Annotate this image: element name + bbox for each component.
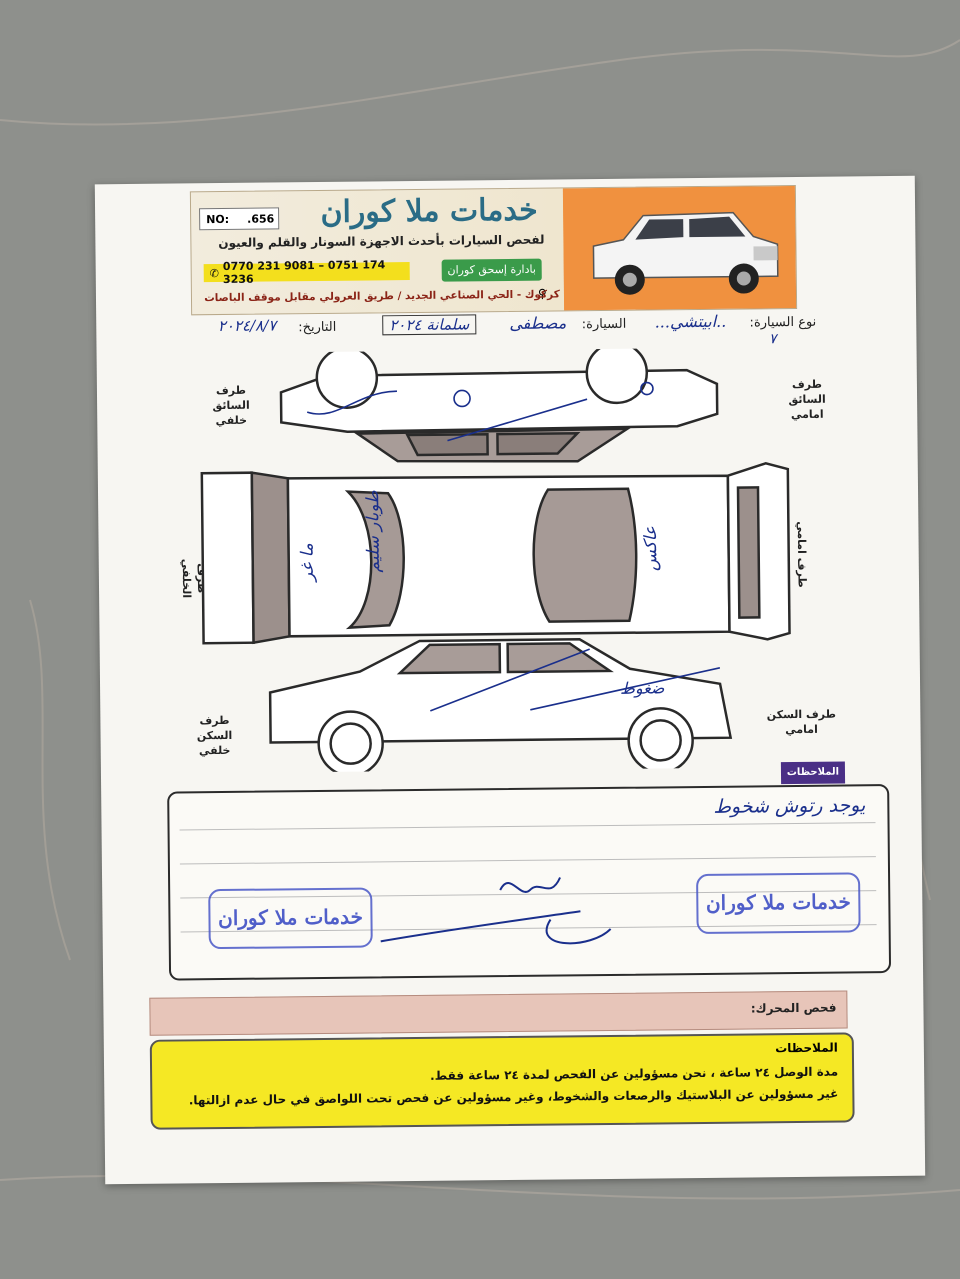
date-label: التاريخ: [298,319,337,336]
notes-box: يوجد رتوش شخوط خدمات ملا كوران خدمات ملا… [167,784,892,981]
handwriting-trunk: ما غر [297,543,318,582]
handwriting-hood: عاكس [640,525,662,572]
number-label: NO: [206,212,230,226]
inspection-sheet: NO: .656 خدمات ملا كوران لفحص السيارات ب… [94,175,926,1185]
stamp-right: خدمات ملا كوران [696,872,861,935]
car-type-label: نوع السيارة: [749,314,817,331]
disclaimer-title: الملاحظات [775,1040,838,1056]
passenger-side-view [268,638,733,774]
receipt-number: NO: .656 [199,207,280,231]
handwriting-roof: طوبار سليم [363,490,384,573]
vehicle-info-row: نوع السيارة: ..ابيتشي... السيارة: مصطفى … [196,311,817,348]
notes-title: الملاحظات [780,761,846,785]
header-banner: NO: .656 خدمات ملا كوران لفحص السيارات ب… [189,184,798,316]
disclaimer-item-2: غير مسؤولين عن البلاستيك والرصعات والشخو… [188,1086,839,1108]
car-damage-diagram [200,346,791,774]
date-value: ٢٠٢٤/٨/٧ [217,316,277,336]
phone-numbers: ✆ 0770 231 9081 – 0751 174 3236 [203,258,410,286]
stamp-left: خدمات ملا كوران [208,887,373,950]
driver-side-view [279,346,719,463]
top-view [200,462,791,645]
car-photo [562,185,797,311]
tagline: لفحص السيارات بأحدث الاجهزة السونار والق… [218,232,545,251]
number-value: .656 [247,211,275,226]
handwriting-door: ضغوط [619,678,665,698]
inspector-ink-marks [306,381,721,712]
small-mark: ٧ [768,331,777,348]
disclaimer-box: الملاحظات مدة الوصل ٢٤ ساعة ، نحن مسؤولي… [149,1032,855,1130]
phone-text: 0770 231 9081 – 0751 174 3236 [222,258,386,286]
phone-icon: ✆ [209,266,220,280]
extra-value: سلمانة ٢٠٢٤ [382,314,477,336]
owner-value: مصطفى [509,313,567,333]
management-badge: بادارة إسحق كوران [441,258,542,282]
disclaimer-item-1: مدة الوصل ٢٤ ساعة ، نحن مسؤولين عن الفحص… [430,1064,839,1083]
engine-label: فحص المحرك: [750,1000,837,1016]
brand-name: خدمات ملا كوران [320,192,538,230]
signature [380,877,612,945]
notes-text: يوجد رتوش شخوط [713,794,866,818]
car-type-value: ..ابيتشي... [654,311,727,332]
engine-check-bar: فحص المحرك: [149,990,848,1036]
address: كركوك - الحي الصناعي الجديد / طريق العرو… [204,288,560,305]
suv-image-icon [562,185,797,311]
owner-label: السيارة: [581,316,627,333]
